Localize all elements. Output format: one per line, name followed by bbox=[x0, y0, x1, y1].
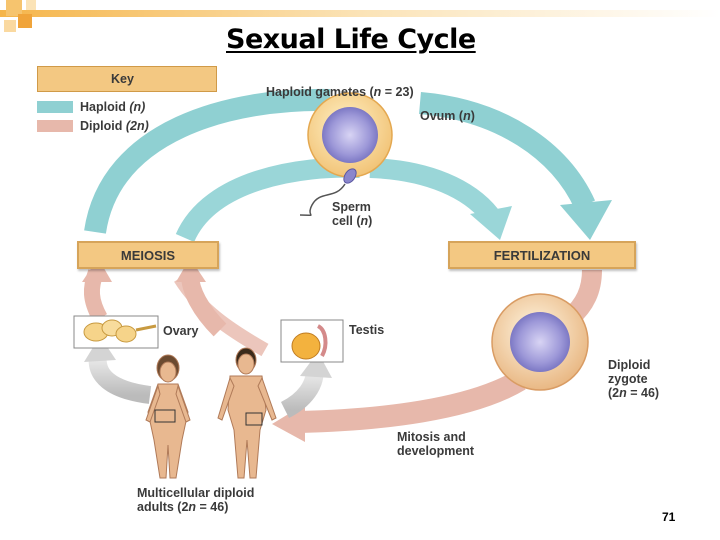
diploid-key-label: Diploid (2n) bbox=[80, 119, 149, 133]
male-figure bbox=[217, 347, 277, 479]
haploid-outer-arrow bbox=[84, 88, 612, 240]
fertilization-box: FERTILIZATION bbox=[448, 241, 636, 269]
decorative-header-bar bbox=[0, 0, 720, 32]
diploid-swatch bbox=[37, 120, 73, 132]
zygote-cell bbox=[491, 293, 589, 391]
fertilization-label: FERTILIZATION bbox=[493, 248, 591, 263]
page-number: 71 bbox=[662, 510, 676, 524]
ovary-inset bbox=[73, 315, 159, 349]
page-title: Sexual Life Cycle bbox=[226, 24, 476, 55]
ovum-label: Ovum (n) bbox=[420, 109, 475, 123]
female-figure bbox=[145, 354, 191, 479]
key-heading: Key bbox=[111, 72, 134, 86]
sperm-cell bbox=[299, 168, 357, 217]
ovum-cell bbox=[307, 92, 393, 178]
meiosis-box: MEIOSIS bbox=[77, 241, 219, 269]
gray-gonad-arrows bbox=[84, 336, 332, 419]
testis-inset bbox=[280, 319, 344, 363]
testis-label: Testis bbox=[349, 323, 385, 337]
haploid-key-label: Haploid (n) bbox=[80, 100, 146, 114]
ovary-label: Ovary bbox=[163, 324, 199, 338]
key-heading-box: Key bbox=[37, 66, 217, 92]
meiosis-label: MEIOSIS bbox=[120, 248, 176, 263]
gametes-label: Haploid gametes (n = 23) bbox=[266, 85, 414, 99]
diploid-meiosis-arrows bbox=[82, 258, 269, 357]
haploid-swatch bbox=[37, 101, 73, 113]
